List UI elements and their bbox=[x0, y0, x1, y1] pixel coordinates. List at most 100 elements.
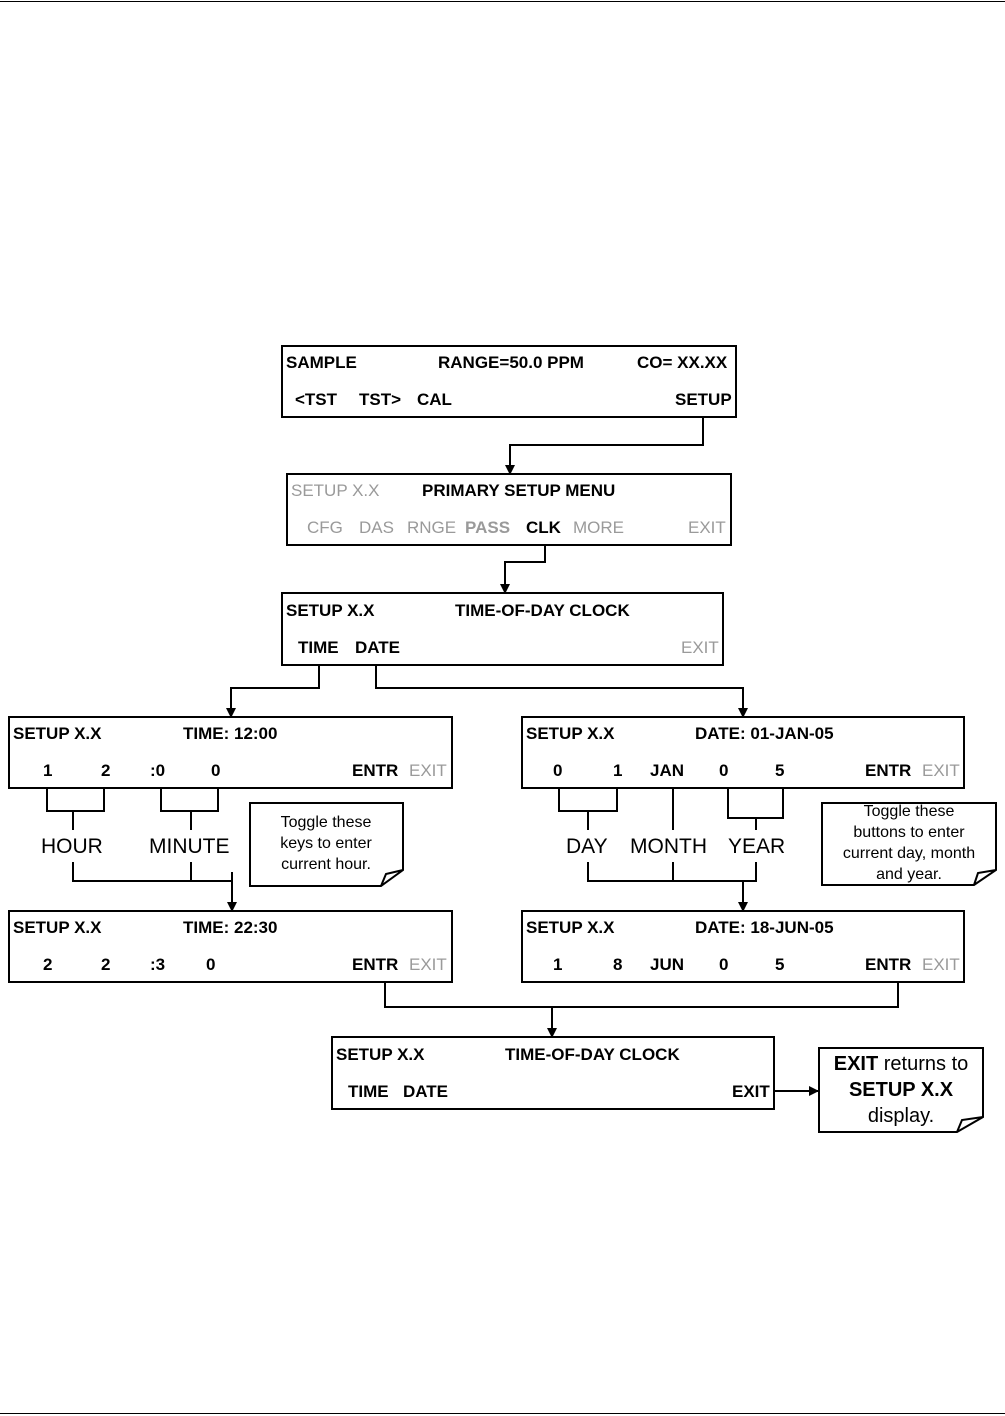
month-key[interactable]: JUN bbox=[650, 955, 685, 974]
hour-tens-key[interactable]: 1 bbox=[43, 761, 53, 780]
clock-heading: TIME-OF-DAY CLOCK bbox=[505, 1045, 680, 1064]
time-title: SETUP X.X bbox=[13, 918, 102, 937]
year-tens-key[interactable]: 0 bbox=[719, 761, 729, 780]
note-exit-display: display. bbox=[867, 1105, 935, 1127]
hour-units-key[interactable]: 2 bbox=[101, 955, 111, 974]
pass-key[interactable]: PASS bbox=[465, 518, 511, 537]
year-units-key[interactable]: 5 bbox=[775, 761, 785, 780]
exit-key[interactable]: EXIT bbox=[732, 1082, 770, 1101]
note-date-line-4: and year. bbox=[876, 866, 942, 883]
month-key[interactable]: JAN bbox=[650, 761, 685, 780]
panel-time-set: SETUP X.X TIME: 22:30 2 2 :3 0 ENTR EXIT bbox=[8, 910, 453, 983]
note-exit-rest: returns to bbox=[878, 1053, 969, 1075]
more-key[interactable]: MORE bbox=[573, 518, 624, 537]
hour-units-key[interactable]: 2 bbox=[101, 761, 111, 780]
time-value: TIME: 12:00 bbox=[183, 724, 278, 743]
exit-key[interactable]: EXIT bbox=[409, 761, 447, 780]
arrow-setup-to-primary bbox=[505, 418, 704, 475]
setup-title: SETUP X.X bbox=[291, 481, 380, 500]
arrow-time-to-timeset bbox=[226, 666, 320, 718]
year-tens-key[interactable]: 0 bbox=[719, 955, 729, 974]
clock-title: SETUP X.X bbox=[286, 601, 375, 620]
date-value: DATE: 18-JUN-05 bbox=[695, 918, 834, 937]
cal-key[interactable]: CAL bbox=[417, 390, 452, 409]
time-title: SETUP X.X bbox=[13, 724, 102, 743]
entr-key[interactable]: ENTR bbox=[865, 761, 912, 780]
cfg-key[interactable]: CFG bbox=[307, 518, 343, 537]
arrow-date-to-dateset bbox=[375, 666, 748, 718]
exit-key[interactable]: EXIT bbox=[922, 761, 960, 780]
note-exit-setup: SETUP X.X bbox=[848, 1079, 954, 1101]
bracket-year bbox=[727, 788, 784, 819]
arrow-clk-to-clock bbox=[500, 540, 546, 594]
date-key[interactable]: DATE bbox=[403, 1082, 449, 1101]
panel-primary-setup: SETUP X.X PRIMARY SETUP MENU CFG DAS RNG… bbox=[286, 473, 732, 546]
note-date-line-3: current day, month bbox=[842, 845, 976, 862]
note-date-line-1: Toggle these bbox=[863, 803, 955, 820]
bracket-hour bbox=[46, 788, 105, 812]
time-key[interactable]: TIME bbox=[348, 1082, 389, 1101]
date-title: SETUP X.X bbox=[526, 724, 615, 743]
date-value: DATE: 01-JAN-05 bbox=[695, 724, 834, 743]
day-tens-key[interactable]: 0 bbox=[553, 761, 563, 780]
note-date-line-2: buttons to enter bbox=[853, 824, 965, 841]
entr-key[interactable]: ENTR bbox=[865, 955, 912, 974]
mode-text: SAMPLE bbox=[286, 353, 357, 372]
note-exit-bold: EXIT bbox=[833, 1053, 879, 1075]
note-time-line-3: current hour. bbox=[281, 856, 371, 873]
exit-key[interactable]: EXIT bbox=[922, 955, 960, 974]
date-key[interactable]: DATE bbox=[355, 638, 401, 657]
bottom-rule bbox=[0, 1413, 1005, 1414]
year-label: YEAR bbox=[728, 835, 786, 858]
range-text: RANGE=50.0 PPM bbox=[438, 353, 584, 372]
panel-clock-menu: SETUP X.X TIME-OF-DAY CLOCK TIME DATE EX… bbox=[281, 592, 724, 666]
bracket-minute bbox=[160, 788, 219, 812]
note-time-line-1: Toggle these bbox=[280, 814, 372, 831]
time-value: TIME: 22:30 bbox=[183, 918, 278, 937]
note-exit-hint: EXIT returns to SETUP X.X display. bbox=[821, 1051, 981, 1129]
month-label: MONTH bbox=[630, 835, 707, 858]
exit-key[interactable]: EXIT bbox=[409, 955, 447, 974]
minute-tens-key[interactable]: :3 bbox=[150, 955, 166, 974]
connector-entr bbox=[384, 983, 899, 1008]
note-time-line-2: keys to enter bbox=[280, 835, 372, 852]
minute-units-key[interactable]: 0 bbox=[206, 955, 216, 974]
minute-tens-key[interactable]: :0 bbox=[150, 761, 166, 780]
clock-heading: TIME-OF-DAY CLOCK bbox=[455, 601, 630, 620]
note-shape-exit bbox=[818, 1047, 984, 1133]
panel-date-set: SETUP X.X DATE: 18-JUN-05 1 8 JUN 0 5 EN… bbox=[521, 910, 965, 983]
panel-sample-display: SAMPLE RANGE=50.0 PPM CO= XX.XX <TST TST… bbox=[281, 345, 737, 418]
panel-date-initial: SETUP X.X DATE: 01-JAN-05 0 1 JAN 0 5 EN… bbox=[521, 716, 965, 789]
day-tens-key[interactable]: 1 bbox=[553, 955, 563, 974]
entr-key[interactable]: ENTR bbox=[352, 955, 399, 974]
exit-key[interactable]: EXIT bbox=[681, 638, 719, 657]
minute-units-key[interactable]: 0 bbox=[211, 761, 221, 780]
tst-next-key[interactable]: TST> bbox=[359, 390, 402, 409]
das-key[interactable]: DAS bbox=[359, 518, 394, 537]
setup-heading: PRIMARY SETUP MENU bbox=[422, 481, 616, 500]
day-units-key[interactable]: 8 bbox=[613, 955, 623, 974]
top-rule bbox=[0, 1, 1005, 2]
setup-key[interactable]: SETUP bbox=[675, 390, 732, 409]
clk-key[interactable]: CLK bbox=[526, 518, 561, 537]
note-shape-time bbox=[249, 802, 404, 887]
panel-clock-final: SETUP X.X TIME-OF-DAY CLOCK TIME DATE EX… bbox=[331, 1036, 775, 1110]
connector-hour-minute bbox=[72, 862, 237, 912]
note-time-hint: Toggle these keys to enter current hour. bbox=[252, 812, 400, 875]
clock-title: SETUP X.X bbox=[336, 1045, 425, 1064]
year-units-key[interactable]: 5 bbox=[775, 955, 785, 974]
hour-label: HOUR bbox=[41, 835, 103, 858]
day-units-key[interactable]: 1 bbox=[613, 761, 623, 780]
entr-key[interactable]: ENTR bbox=[352, 761, 399, 780]
reading-text: CO= XX.XX bbox=[637, 353, 728, 372]
rnge-key[interactable]: RNGE bbox=[407, 518, 457, 537]
panel-time-initial: SETUP X.X TIME: 12:00 1 2 :0 0 ENTR EXIT bbox=[8, 716, 453, 789]
tst-prev-key[interactable]: <TST bbox=[295, 390, 338, 409]
date-title: SETUP X.X bbox=[526, 918, 615, 937]
day-label: DAY bbox=[566, 835, 608, 858]
time-key[interactable]: TIME bbox=[298, 638, 339, 657]
exit-key[interactable]: EXIT bbox=[688, 518, 726, 537]
hour-tens-key[interactable]: 2 bbox=[43, 955, 53, 974]
note-date-hint: Toggle these buttons to enter current da… bbox=[824, 801, 994, 885]
